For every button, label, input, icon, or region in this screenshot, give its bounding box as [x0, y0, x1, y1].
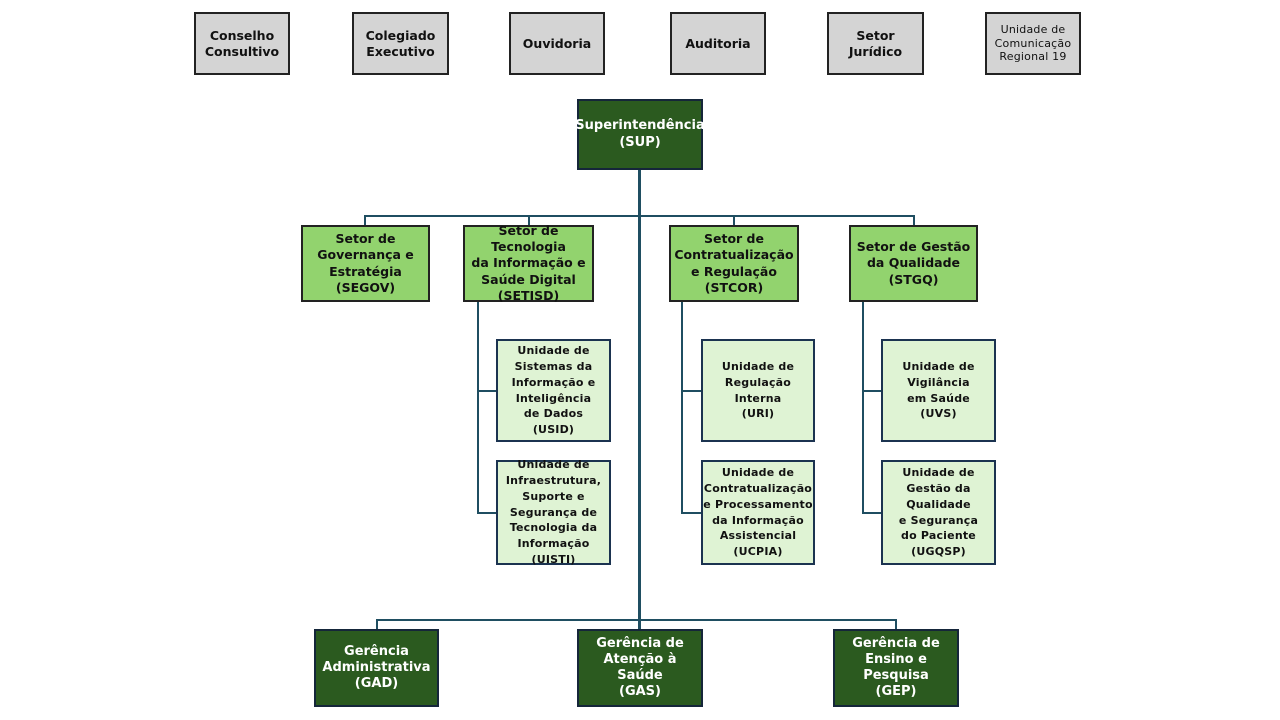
management-label: Gerência de Ensino e Pesquisa (GEP): [852, 635, 940, 700]
advisory-label: Ouvidoria: [522, 35, 592, 51]
unit-label: Unidade de Infraestrutura, Suporte e Seg…: [505, 457, 602, 567]
management-box-gep[interactable]: Gerência de Ensino e Pesquisa (GEP): [833, 629, 959, 707]
root-label: Superintendência (SUP): [575, 118, 705, 150]
advisory-box-colegiado-executivo[interactable]: Colegiado Executivo: [352, 12, 449, 75]
advisory-box-auditoria[interactable]: Auditoria: [670, 12, 766, 75]
management-box-gas[interactable]: Gerência de Atenção à Saúde (GAS): [577, 629, 703, 707]
connector-sector-4: [913, 215, 915, 227]
connector-sectors-bar: [364, 215, 915, 217]
advisory-label: Colegiado Executivo: [365, 27, 436, 59]
unit-label: Unidade de Sistemas da Informação e Inte…: [511, 343, 596, 437]
advisory-box-ouvidoria[interactable]: Ouvidoria: [509, 12, 605, 75]
advisory-box-setor-juridico[interactable]: Setor Jurídico: [827, 12, 924, 75]
sector-label: Setor de Contratualização e Regulação (S…: [674, 231, 794, 295]
unit-box-uri[interactable]: Unidade de Regulação Interna (URI): [701, 339, 815, 442]
connector-usid: [477, 390, 498, 392]
sector-box-segov[interactable]: Setor de Governança e Estratégia (SEGOV): [301, 225, 430, 302]
sector-label: Setor de Gestão da Qualidade (STGQ): [856, 239, 971, 287]
connector-sector-2: [528, 215, 530, 227]
connector-setisd-trunk: [477, 300, 479, 514]
connector-uisti: [477, 512, 498, 514]
root-box-superintendencia[interactable]: Superintendência (SUP): [575, 99, 705, 170]
connector-uri: [681, 390, 702, 392]
sector-label: Setor de Governança e Estratégia (SEGOV): [317, 231, 414, 295]
connector-uvs: [862, 390, 883, 392]
unit-label: Unidade de Regulação Interna (URI): [721, 359, 795, 421]
connector-root-trunk: [638, 168, 641, 631]
sector-box-stcor[interactable]: Setor de Contratualização e Regulação (S…: [669, 225, 799, 302]
unit-box-uvs[interactable]: Unidade de Vigilância em Saúde (UVS): [881, 339, 996, 442]
unit-box-usid[interactable]: Unidade de Sistemas da Informação e Inte…: [496, 339, 611, 442]
connector-stcor-trunk: [681, 300, 683, 514]
advisory-box-unidade-comunicacao[interactable]: Unidade de Comunicação Regional 19: [985, 12, 1081, 75]
connector-gep: [895, 619, 897, 631]
unit-label: Unidade de Gestão da Qualidade e Seguran…: [898, 465, 979, 559]
connector-sector-3: [733, 215, 735, 227]
connector-managements-bar: [376, 619, 897, 621]
management-box-gad[interactable]: Gerência Administrativa (GAD): [314, 629, 439, 707]
sector-label: Setor de Tecnologia da Informação e Saúd…: [471, 222, 586, 303]
connector-stgq-trunk: [862, 300, 864, 514]
sector-box-stgq[interactable]: Setor de Gestão da Qualidade (STGQ): [849, 225, 978, 302]
management-label: Gerência Administrativa (GAD): [322, 643, 431, 692]
unit-label: Unidade de Contratualização e Processame…: [703, 465, 813, 559]
unit-box-ucpia[interactable]: Unidade de Contratualização e Processame…: [701, 460, 815, 565]
advisory-box-conselho-consultivo[interactable]: Conselho Consultivo: [194, 12, 290, 75]
connector-sector-1: [364, 215, 366, 227]
connector-gad: [376, 619, 378, 631]
unit-box-uisti[interactable]: Unidade de Infraestrutura, Suporte e Seg…: [496, 458, 611, 566]
sector-box-setisd[interactable]: Setor de Tecnologia da Informação e Saúd…: [463, 222, 594, 303]
unit-label: Unidade de Vigilância em Saúde (UVS): [902, 359, 975, 421]
connector-ugqsp: [862, 512, 883, 514]
unit-box-ugqsp[interactable]: Unidade de Gestão da Qualidade e Seguran…: [881, 460, 996, 565]
connector-ucpia: [681, 512, 702, 514]
advisory-label: Unidade de Comunicação Regional 19: [994, 22, 1072, 64]
management-label: Gerência de Atenção à Saúde (GAS): [596, 635, 684, 700]
advisory-label: Conselho Consultivo: [204, 27, 280, 59]
advisory-label: Setor Jurídico: [848, 27, 903, 59]
advisory-label: Auditoria: [685, 35, 751, 51]
